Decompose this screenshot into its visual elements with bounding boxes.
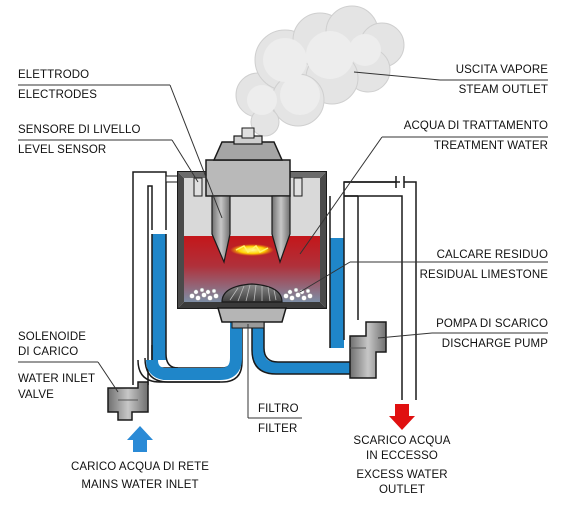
solenoid-valve xyxy=(107,381,149,421)
filter xyxy=(221,283,283,303)
excess-outlet-label-en-1: EXCESS WATER xyxy=(356,469,448,481)
limestone-deposits xyxy=(189,287,313,301)
water-inlet-valve-label-1: WATER INLET xyxy=(18,373,96,385)
level-sensor xyxy=(193,177,203,197)
discharge-pump-label-en: DISCHARGE PUMP xyxy=(441,338,548,350)
steam-outlet-label-it: USCITA VAPORE xyxy=(455,64,548,76)
steam-cloud xyxy=(235,5,405,151)
electrode-right xyxy=(271,195,291,264)
excess-outlet-label-it-2: IN ECCESSO xyxy=(366,450,438,462)
water-inlet-valve-label-2: VALVE xyxy=(18,389,54,401)
steam-outlet-label-en: STEAM OUTLET xyxy=(458,84,548,96)
solenoid-label-it-2: DI CARICO xyxy=(18,346,79,358)
solenoid-label-it-1: SOLENOIDE xyxy=(18,331,87,343)
residual-limestone-label-en: RESIDUAL LIMESTONE xyxy=(419,269,548,281)
treatment-water-label-it: ACQUA DI TRATTAMENTO xyxy=(403,120,548,132)
mains-inlet-label-en: MAINS WATER INLET xyxy=(81,479,199,491)
filter-label-it: FILTRO xyxy=(258,403,299,415)
inlet-pipe xyxy=(132,171,183,385)
discharge-pump xyxy=(349,321,387,379)
electrode-left xyxy=(211,195,231,264)
filter-label-en: FILTER xyxy=(258,423,298,435)
excess-outlet-label-en-2: OUTLET xyxy=(379,484,425,496)
residual-limestone-label-it: CALCARE RESIDUO xyxy=(436,249,548,261)
leader-lines xyxy=(18,71,548,419)
bottom-right-pipe xyxy=(251,316,350,375)
excess-outlet-label-it-1: SCARICO ACQUA xyxy=(353,435,451,447)
inlet-arrow-icon xyxy=(127,426,153,452)
electrodes-label-it: ELETTRODO xyxy=(18,69,90,81)
outlet-arrow-icon xyxy=(389,404,415,430)
treatment-water-label-en: TREATMENT WATER xyxy=(433,140,548,152)
discharge-pump-label-it: POMPA DI SCARICO xyxy=(436,318,548,330)
level-sensor-label-en: LEVEL SENSOR xyxy=(18,144,107,156)
level-sensor-label-it: SENSORE DI LIVELLO xyxy=(18,124,141,136)
mains-inlet-label-it: CARICO ACQUA DI RETE xyxy=(70,461,210,473)
electrodes-label-en: ELECTRODES xyxy=(18,89,97,101)
right-level-column xyxy=(329,176,417,400)
electrode-assembly xyxy=(193,127,303,264)
